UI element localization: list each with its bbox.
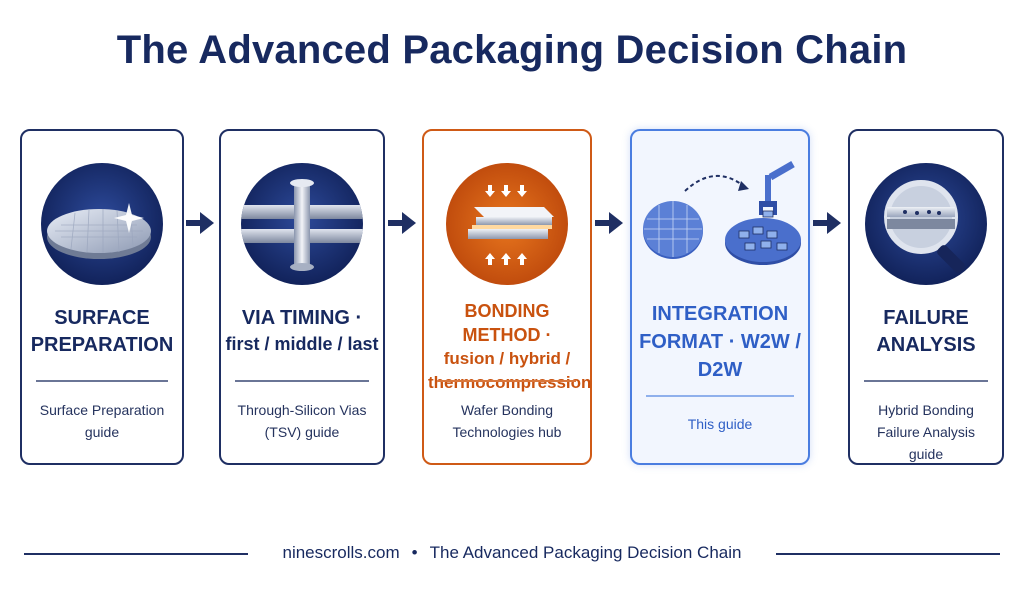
step-card-failure-analysis[interactable]: FAILURE ANALYSIS Hybrid Bonding Failure …: [848, 129, 1004, 465]
divider: [36, 380, 168, 382]
footer-rule-left: [24, 553, 248, 555]
divider: [438, 380, 576, 382]
wafer-icon: [41, 163, 163, 285]
step-card-integration-format[interactable]: INTEGRATION FORMAT · W2W / D2W This guid…: [630, 129, 810, 465]
arrow-right-icon: [595, 210, 625, 236]
arrow-right-icon: [813, 210, 843, 236]
guide-link[interactable]: Surface Preparation guide: [39, 402, 165, 440]
step-heading: BONDING METHOD · fusion / hybrid / therm…: [428, 301, 592, 392]
magnifier-icon: [865, 163, 987, 285]
guide-link[interactable]: This guide: [687, 416, 753, 432]
wafer-to-die-icon: [635, 161, 805, 271]
divider: [864, 380, 988, 382]
guide-link[interactable]: Wafer Bonding Technologies hub: [452, 402, 562, 440]
footer-rule-right: [776, 553, 1000, 555]
step-heading: SURFACE PREPARATION: [30, 307, 174, 356]
footer-title: The Advanced Packaging Decision Chain: [429, 543, 742, 562]
step-card-surface-preparation[interactable]: SURFACE PREPARATION Surface Preparation …: [20, 129, 184, 465]
guide-link[interactable]: Hybrid Bonding Failure Analysis guide: [876, 402, 976, 462]
footer-site-link[interactable]: ninescrolls.com: [282, 543, 400, 562]
footer: ninescrolls.com • The Advanced Packaging D…: [262, 543, 762, 563]
divider: [235, 380, 369, 382]
guide-link[interactable]: Through-Silicon Vias (TSV) guide: [237, 402, 367, 440]
step-heading: FAILURE ANALYSIS: [876, 307, 976, 356]
step-heading: VIA TIMING · first / middle / last: [225, 307, 379, 354]
page-title: The Advanced Packaging Decision Chain: [116, 28, 908, 72]
step-card-via-timing[interactable]: VIA TIMING · first / middle / last Throu…: [219, 129, 385, 465]
step-card-bonding-method[interactable]: BONDING METHOD · fusion / hybrid / therm…: [422, 129, 592, 465]
arrow-right-icon: [388, 210, 418, 236]
footer-separator: •: [411, 543, 418, 562]
arrow-right-icon: [186, 210, 216, 236]
bonding-press-icon: [446, 163, 568, 285]
divider: [646, 395, 794, 397]
step-heading: INTEGRATION FORMAT · W2W / D2W: [639, 303, 801, 381]
via-icon: [241, 163, 363, 285]
